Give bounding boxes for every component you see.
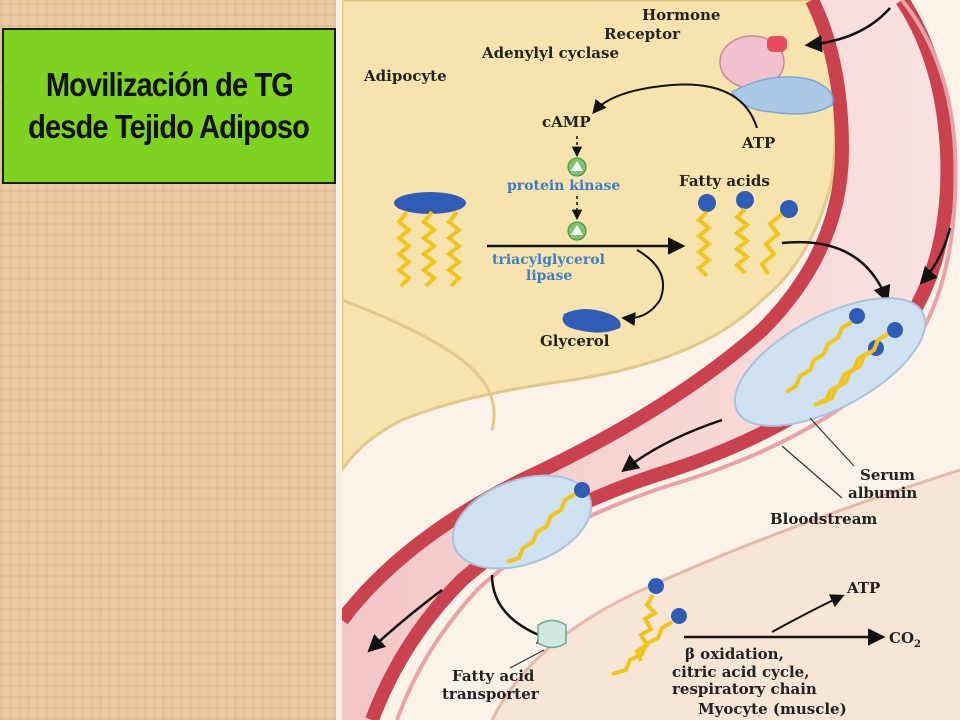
hormone-label: Hormone	[642, 6, 720, 24]
slide-title-line-1: Movilización de TG	[45, 66, 293, 103]
receptor-label: Receptor	[604, 25, 681, 43]
myocyte-fa-chain-1	[634, 593, 659, 662]
lipolysis-diagram: Hormone Receptor Adenylyl cyclase Adipoc…	[342, 0, 960, 720]
diagram-svg: Hormone Receptor Adenylyl cyclase Adipoc…	[342, 0, 960, 720]
camp-label: cAMP	[542, 113, 591, 131]
glycerol-arrow	[621, 249, 665, 326]
albumin1-chain-1	[784, 320, 854, 394]
adenylyl-cyclase-shape	[730, 76, 834, 115]
flow-arrow-2	[621, 418, 723, 473]
slide-title-line-2: desde Tejido Adiposo	[28, 108, 311, 145]
citric-acid-cycle-label: citric acid cycle,	[672, 663, 809, 681]
albumin1-fa-head-1	[849, 308, 865, 324]
albumin1-chain-3	[813, 351, 870, 407]
bloodstream-leader-line	[781, 445, 843, 499]
adenylyl-cyclase-label: Adenylyl cyclase	[481, 44, 619, 62]
fa-head-2	[736, 191, 754, 209]
respiratory-chain-label: respiratory chain	[672, 680, 817, 698]
hormone-arrow	[804, 7, 891, 53]
serum-albumin-1	[733, 297, 927, 427]
atp-label-bottom: ATP	[846, 579, 880, 597]
triacylglycerol-head	[394, 192, 466, 214]
glycerol-label: Glycerol	[540, 332, 610, 350]
hormone-shape	[767, 36, 787, 52]
lipase-triangle-icon	[571, 225, 583, 235]
glycerol-shape	[562, 308, 621, 333]
myocyte-cell	[492, 470, 960, 720]
myocyte-label: Myocyte (muscle)	[698, 700, 847, 718]
beta-oxidation-label: β oxidation,	[685, 645, 784, 663]
flow-arrow-1	[919, 227, 952, 285]
albumin2-fa-head	[574, 482, 590, 498]
vessel-wall-upper	[342, 0, 850, 625]
tag-chain-3	[445, 210, 463, 288]
atp-output-arrow	[771, 594, 845, 633]
atp-to-camp-arrow	[592, 83, 758, 129]
protein-kinase-label: protein kinase	[507, 178, 620, 194]
flow-arrow-3	[367, 589, 443, 653]
fatty-acids-label: Fatty acids	[679, 172, 770, 190]
pk-triangle-icon	[571, 161, 583, 171]
serum-albumin-2	[451, 474, 593, 570]
bloodstream-label: Bloodstream	[770, 510, 877, 528]
tag-lipase-label-2: lipase	[526, 268, 572, 284]
fa-to-blood-arrow	[781, 240, 891, 304]
fa-chain-3	[759, 212, 784, 276]
albumin-label: albumin	[848, 484, 917, 502]
myocyte-fa-head-2	[671, 608, 687, 624]
albumin1-fa-head-2	[887, 322, 903, 338]
serum-leader-line	[809, 417, 855, 467]
fa-head-1	[698, 194, 716, 212]
transporter-label-1: Fatty acid	[452, 667, 535, 685]
co2-label: CO2	[889, 629, 921, 650]
serum-label: Serum	[860, 466, 915, 484]
tag-lipase-label-1: triacylglycerol	[492, 252, 605, 268]
fa-chain-2	[733, 207, 751, 275]
myocyte-fa-head-1	[648, 578, 664, 594]
tag-chain-2	[420, 210, 438, 288]
myocyte-fa-chain-2	[611, 620, 674, 676]
atp-label-top: ATP	[741, 134, 775, 152]
transporter-leader-line	[509, 649, 545, 669]
fa-head-3	[780, 200, 798, 218]
panel-divider	[336, 0, 342, 720]
slide-title-box: Movilización de TG desde Tejido Adiposo	[2, 28, 336, 184]
fa-chain-1	[695, 210, 713, 278]
tag-chain-1	[395, 210, 413, 288]
fatty-acid-transporter-shape	[537, 619, 567, 649]
cell-boundary	[342, 298, 496, 431]
transporter-label-2: transporter	[442, 685, 540, 703]
albumin2-chain	[506, 492, 577, 564]
adipocyte-label: Adipocyte	[363, 67, 447, 85]
